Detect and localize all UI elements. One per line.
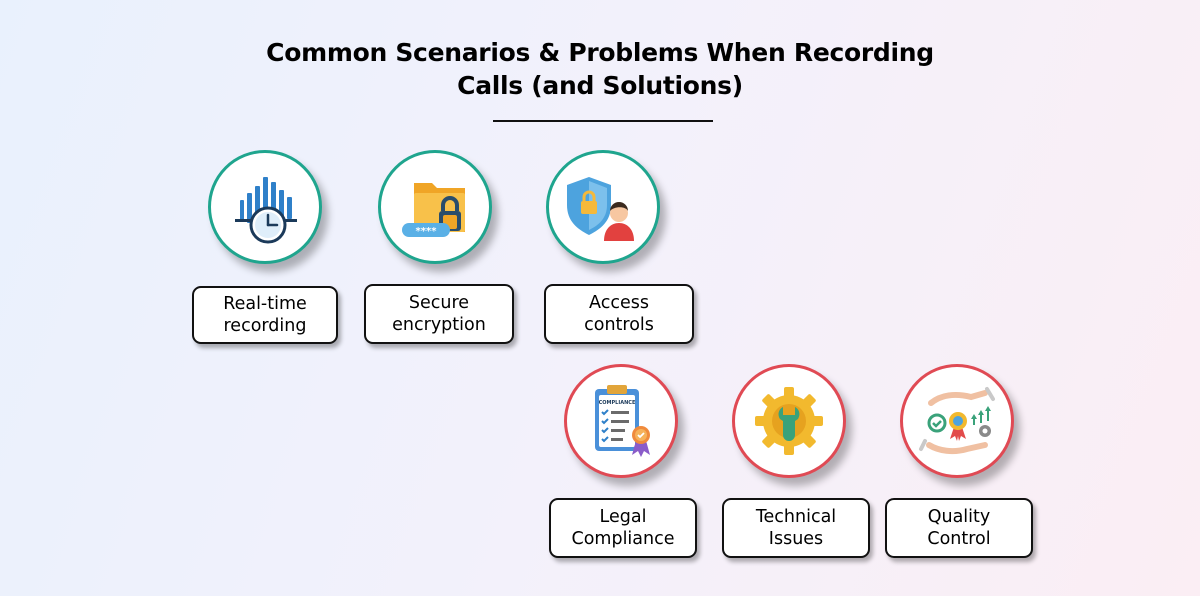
label-quality-control: Quality Control	[885, 498, 1033, 558]
secure-encryption-circle: ****	[378, 150, 492, 264]
label-access-controls: Access controls	[544, 284, 694, 344]
page-title: Common Scenarios & Problems When Recordi…	[250, 36, 950, 102]
realtime-recording-circle	[208, 150, 322, 264]
recording-clock-icon	[235, 177, 297, 244]
title-line-1: Common Scenarios & Problems When Recordi…	[266, 38, 934, 67]
compliance-clipboard-icon: COMPLIANCE	[595, 385, 650, 457]
technical-issues-circle	[732, 364, 846, 478]
title-line-2: Calls (and Solutions)	[457, 71, 743, 100]
quality-hands-icon	[919, 387, 995, 455]
shield-user-icon	[567, 177, 634, 241]
label-technical-issues: Technical Issues	[722, 498, 870, 558]
compliance-text: COMPLIANCE	[599, 400, 636, 406]
label-realtime-recording: Real-time recording	[192, 286, 338, 344]
password-mask-text: ****	[416, 226, 438, 237]
label-legal-compliance: Legal Compliance	[549, 498, 697, 558]
legal-compliance-circle: COMPLIANCE	[564, 364, 678, 478]
access-controls-circle	[546, 150, 660, 264]
encrypted-folder-icon: ****	[402, 183, 465, 237]
title-underline	[493, 120, 713, 122]
quality-control-circle	[900, 364, 1014, 478]
gear-wrench-icon	[755, 387, 823, 455]
label-secure-encryption: Secure encryption	[364, 284, 514, 344]
